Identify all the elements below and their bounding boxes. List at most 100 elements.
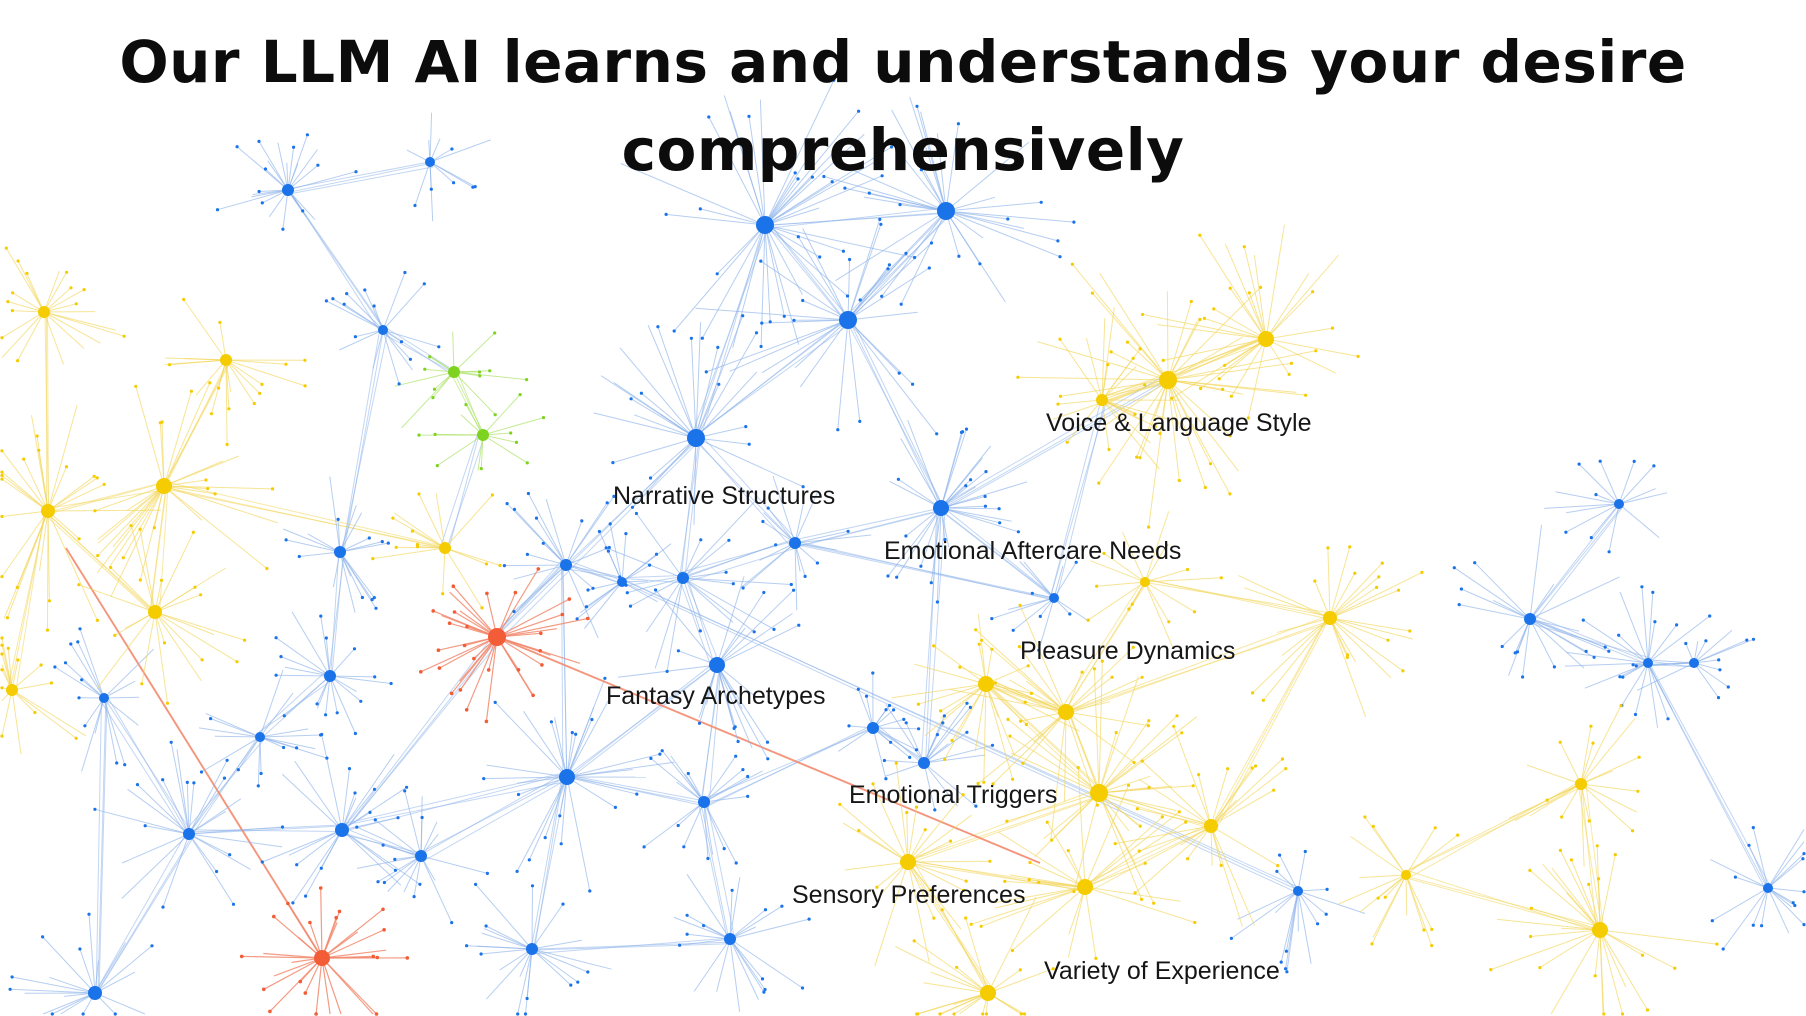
graph-leaf-node <box>372 596 376 600</box>
graph-leaf-node <box>490 493 494 497</box>
graph-edge <box>1167 350 1316 381</box>
graph-edge <box>695 384 720 439</box>
graph-leaf-node <box>1708 614 1712 618</box>
graph-edge <box>43 311 85 349</box>
graph-edge <box>566 753 661 778</box>
graph-leaf-node <box>558 814 562 818</box>
graph-edge <box>186 733 263 837</box>
graph-hub-node <box>220 354 232 366</box>
graph-edge <box>1087 581 1146 621</box>
graph-edge <box>340 332 388 555</box>
graph-edge <box>1570 859 1601 931</box>
graph-edge <box>420 817 423 857</box>
graph-edge <box>1544 503 1620 509</box>
graph-hub-node <box>1592 922 1608 938</box>
graph-edge <box>163 460 223 487</box>
graph-leaf-node <box>512 609 516 614</box>
graph-edge <box>15 510 46 691</box>
graph-edge <box>1 689 13 737</box>
graph-leaf-node <box>586 588 590 592</box>
graph-leaf-node <box>393 868 397 872</box>
graph-edge <box>1551 867 1601 931</box>
graph-leaf-node <box>702 924 706 928</box>
graph-leaf-node <box>585 616 590 621</box>
graph-leaf-node <box>810 175 815 179</box>
graph-leaf-node <box>1726 685 1730 689</box>
graph-edge <box>1066 399 1103 443</box>
graph-edge <box>287 903 323 959</box>
graph-edge <box>1167 379 1180 481</box>
graph-leaf-node <box>485 871 489 876</box>
graph-leaf-node <box>607 545 611 550</box>
graph-edge <box>799 543 1056 599</box>
graph-leaf-node <box>16 259 20 263</box>
graph-leaf-node <box>282 714 286 718</box>
graph-edge <box>437 434 484 467</box>
graph-edge <box>257 736 261 786</box>
graph-leaf-node <box>138 578 142 582</box>
graph-leaf-node <box>654 588 658 592</box>
graph-edge <box>1199 234 1267 340</box>
graph-edge <box>453 372 485 436</box>
graph-leaf-node <box>477 370 482 374</box>
graph-edge <box>1084 862 1146 888</box>
graph-leaf-node <box>1284 949 1288 953</box>
graph-leaf-node <box>208 381 212 385</box>
graph-edge <box>287 149 318 191</box>
graph-leaf-node <box>464 403 468 407</box>
graph-edge <box>1055 401 1106 602</box>
graph-edge <box>486 948 533 1000</box>
graph-leaf-node <box>665 669 669 674</box>
graph-leaf-node <box>268 1009 272 1014</box>
graph-leaf-node <box>902 717 906 722</box>
graph-hub-node <box>1689 658 1699 668</box>
graph-edge <box>504 564 567 567</box>
graph-leaf-node <box>1552 665 1556 669</box>
graph-edge <box>346 293 384 331</box>
graph-edge <box>566 776 637 795</box>
graph-edge <box>1281 617 1331 656</box>
graph-edge <box>377 855 422 883</box>
graph-edge <box>1752 887 1769 926</box>
graph-leaf-node <box>473 185 477 189</box>
graph-edge <box>764 224 800 345</box>
graph-edge <box>259 736 328 759</box>
graph-leaf-node <box>1051 967 1055 971</box>
graph-edge <box>225 359 230 409</box>
graph-edge <box>429 139 491 163</box>
graph-edge <box>945 210 1059 242</box>
graph-leaf-node <box>1311 290 1315 294</box>
graph-leaf-node <box>413 203 417 208</box>
graph-edge <box>1693 638 1754 664</box>
graph-edge <box>687 933 731 940</box>
label-sensory-preferences: Sensory Preferences <box>792 881 1026 909</box>
graph-edge <box>764 133 865 226</box>
graph-leaf-node <box>935 733 940 737</box>
graph-edge <box>259 736 316 750</box>
graph-leaf-node <box>800 986 805 990</box>
graph-edge <box>1144 544 1168 583</box>
graph-leaf-node <box>752 630 756 634</box>
graph-leaf-node <box>717 382 721 386</box>
graph-edge <box>682 539 730 579</box>
graph-leaf-node <box>908 755 912 760</box>
graph-edge <box>1050 711 1067 840</box>
graph-edge <box>698 805 727 935</box>
graph-leaf-node <box>1303 849 1307 854</box>
graph-edge <box>916 992 989 1015</box>
graph-edge <box>170 742 190 835</box>
graph-edge <box>910 795 1101 861</box>
graph-leaf-node <box>979 924 983 928</box>
graph-leaf-node <box>993 681 998 685</box>
graph-edge <box>565 520 583 566</box>
graph-edge <box>11 689 77 739</box>
graph-edge <box>1409 778 1585 878</box>
graph-edge <box>401 371 455 429</box>
graph-edge <box>96 611 156 690</box>
graph-edge <box>823 176 947 212</box>
graph-edge <box>1401 874 1597 927</box>
graph-edge <box>329 648 355 677</box>
graph-edge <box>1084 785 1129 888</box>
graph-leaf-node <box>1140 675 1144 679</box>
graph-edge <box>1372 826 1407 876</box>
